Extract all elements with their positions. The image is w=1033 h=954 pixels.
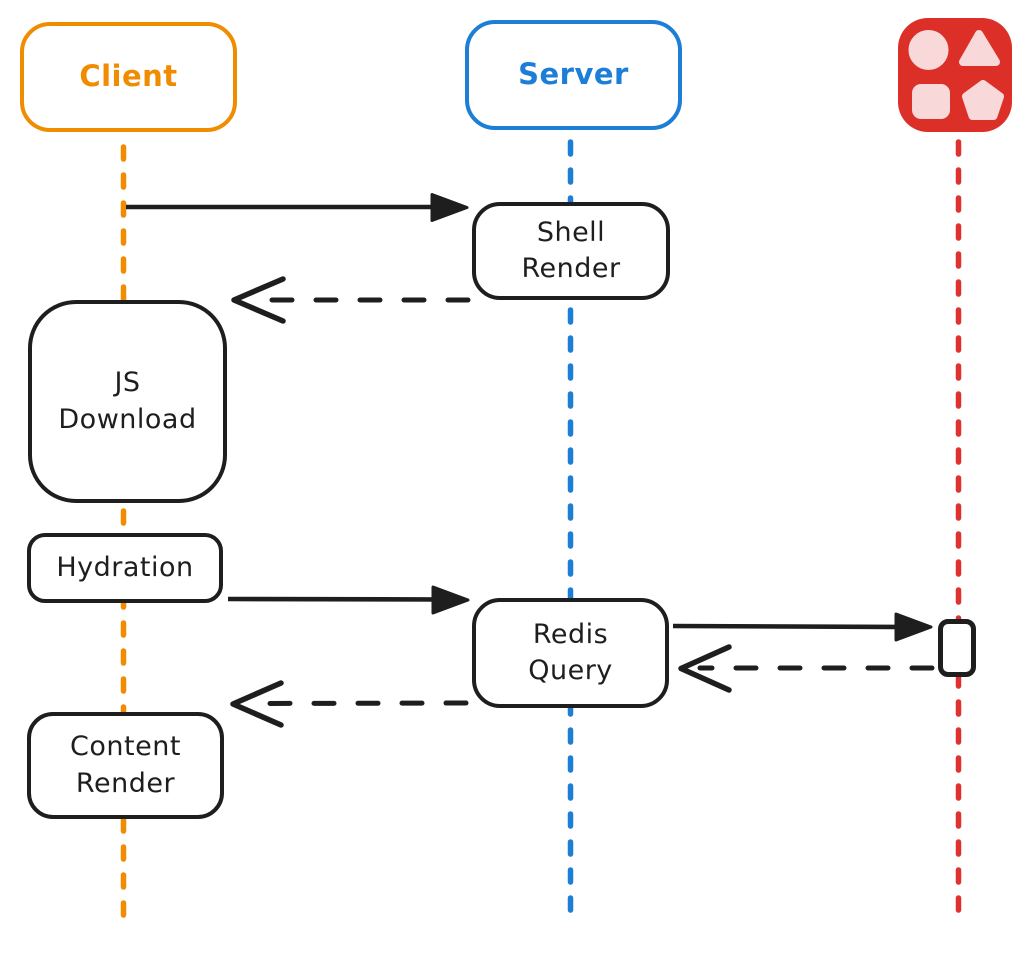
chevron-arrowhead: [231, 276, 286, 324]
node-js-download: JS Download: [28, 300, 227, 503]
actor-client-label: Client: [79, 59, 178, 94]
node-content-render-label: Content Render: [70, 731, 181, 799]
circle-shape: [908, 30, 949, 70]
node-content-render: Content Render: [27, 712, 224, 819]
pentagon-shape: [962, 80, 1004, 120]
filled-arrowhead: [430, 193, 469, 222]
message-arrows: [126, 193, 935, 728]
datastore-activation: [938, 619, 976, 677]
node-hydration-label: Hydration: [56, 551, 194, 583]
actor-server: Server: [465, 20, 682, 130]
filled-arrowhead: [894, 612, 933, 642]
node-shell-render-label: Shell Render: [521, 216, 621, 284]
shapes-icon: [898, 18, 1012, 132]
square-shape: [912, 84, 950, 119]
node-redis-query: Redis Query: [472, 598, 669, 708]
arrow-redis-query-to-content-render: [230, 680, 469, 728]
arrow-client-to-shell-render: [126, 193, 469, 222]
chevron-arrowhead: [678, 644, 732, 693]
filled-arrowhead: [431, 585, 470, 615]
node-redis-query-label: Redis Query: [528, 618, 613, 686]
arrow-hydration-to-redis-query: [227, 585, 470, 615]
arrow-redis-query-to-datastore: [672, 612, 933, 642]
actor-server-label: Server: [518, 57, 629, 92]
lifelines: [120, 139, 962, 918]
node-hydration: Hydration: [27, 533, 223, 603]
node-shell-render: Shell Render: [472, 202, 670, 300]
triangle-shape: [959, 30, 1000, 66]
arrow-datastore-to-redis-query: [678, 644, 935, 693]
node-js-download-label: JS Download: [58, 367, 197, 435]
actor-client: Client: [20, 22, 237, 132]
chevron-arrowhead: [230, 680, 284, 728]
arrow-shell-render-to-client: [231, 276, 471, 324]
